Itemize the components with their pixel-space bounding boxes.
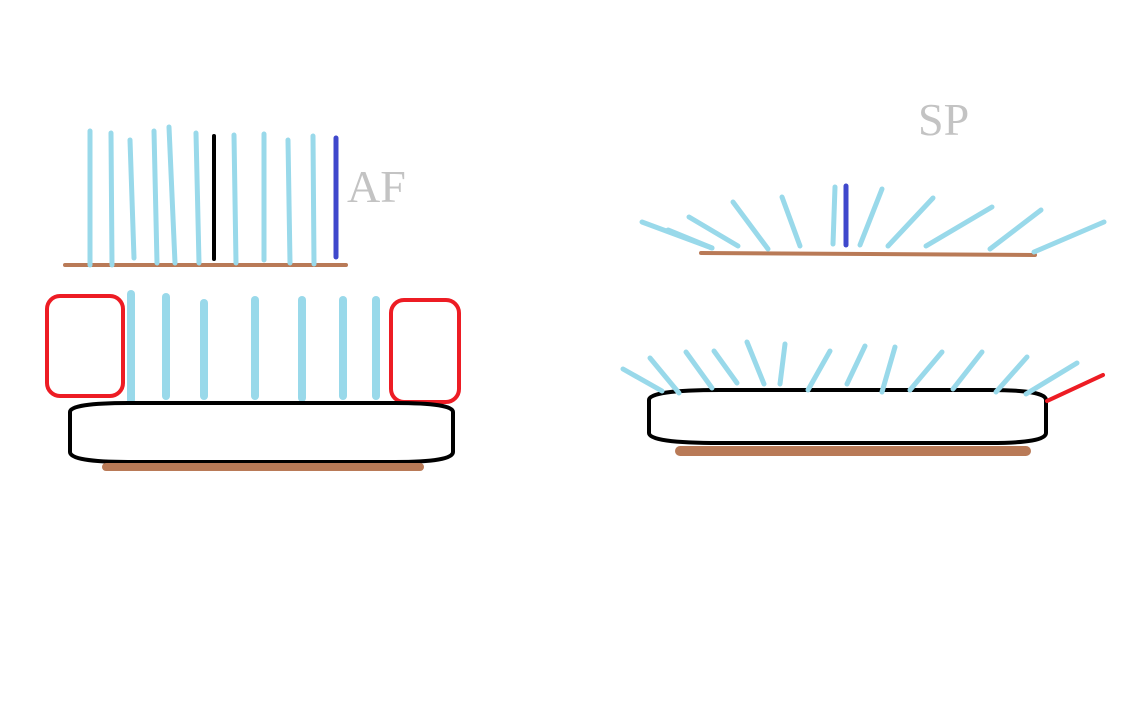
fiber-line [777,341,788,387]
fiber-line [730,199,771,252]
fiber-line [950,349,985,392]
device-body [647,388,1048,445]
fiber-line [907,349,945,393]
af-label: AF [347,161,406,212]
device-body [68,401,455,464]
sp-spread-fibers [639,183,1107,257]
fiber-line [151,128,160,266]
red-box [389,298,461,404]
fiber-line [193,130,202,266]
fiber-line [885,195,936,249]
fiber-line [665,227,715,251]
fiber-line [1023,360,1080,397]
substrate-line [699,251,1037,257]
fiber-line [231,132,239,266]
fiber-line [923,204,995,249]
fiber-line [993,354,1030,395]
red-line [1045,373,1105,403]
af-device [45,290,461,471]
fiber-line [127,137,137,261]
fiber-line [711,348,740,386]
fiber-line [686,214,741,249]
fiber-line [844,343,868,387]
fiber-line [647,355,682,396]
fiber-line [830,184,838,247]
fiber-line [857,186,885,248]
fiber-line [879,344,898,395]
red-box [45,294,125,398]
fiber-line [166,124,178,266]
fiber-line [285,137,293,266]
fiber-line [805,348,833,393]
fiber-line [108,130,115,268]
fiber-line [620,366,665,394]
fiber-line [683,349,715,391]
sp-label: SP [918,94,969,145]
af-aligned-fibers [63,124,348,268]
fiber-line [744,339,767,387]
fiber-line [310,133,317,267]
fiber-line [987,207,1044,252]
sp-device [620,339,1105,456]
fiber-line [779,194,803,249]
fiber-line [1031,219,1107,255]
